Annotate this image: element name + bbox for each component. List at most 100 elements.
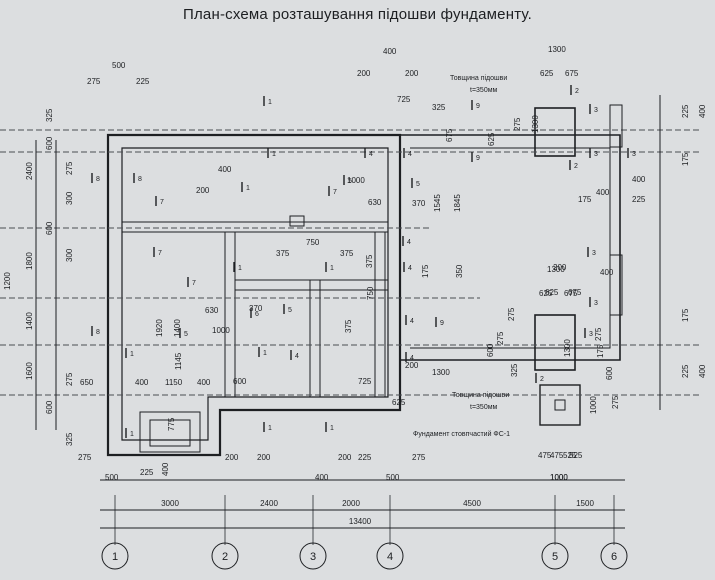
right-strip (400, 134, 621, 361)
interior-dim-50: 275 (611, 395, 620, 409)
interior-dim-29: 275 (496, 331, 505, 345)
section-mark-31: 3 (594, 151, 598, 158)
stair-pocket-inner (149, 419, 191, 447)
section-mark-4: 1 (330, 265, 334, 272)
bottom-small-dim-0: 275 (78, 453, 92, 462)
section-mark-24: 7 (158, 250, 162, 257)
interior-dim-53: 525 (569, 451, 583, 460)
top-dim-1300: 1300 (548, 45, 566, 54)
interior-dim-10: 375 (365, 254, 374, 268)
left-dim-1200: 1200 (3, 272, 12, 290)
section-mark-26: 8 (96, 329, 100, 336)
interior-dim-46: 275 (513, 117, 522, 131)
partition-horizontal (122, 221, 388, 233)
interior-dim-27: 400 (197, 378, 211, 387)
section-mark-23: 7 (160, 199, 164, 206)
dimension-lines (35, 95, 661, 529)
axis-1-label: 1 (112, 551, 118, 563)
interior-dim-17: 1920 (155, 319, 164, 337)
top-dim-400: 400 (383, 47, 397, 56)
interior-dim-40: 725 (358, 377, 372, 386)
left-inner-325: 325 (45, 108, 54, 122)
interior-dim-23: 750 (366, 286, 375, 300)
section-mark-14: 4 (408, 265, 412, 272)
section-mark-19: 1 (268, 425, 272, 432)
strip-mark-top (609, 104, 623, 148)
interior-dim-37: 200 (553, 263, 567, 272)
bottom-small-dim-10: 275 (412, 453, 426, 462)
grid-axis-lines (114, 495, 615, 545)
interior-dim-33: 625 (545, 288, 559, 297)
interior-dim-14: 625 (539, 289, 553, 298)
interior-dim-19: 630 (205, 306, 219, 315)
dim-axis-1-2: 3000 (161, 499, 179, 508)
section-mark-34: 3 (594, 300, 598, 307)
left-dim-1400: 1400 (25, 312, 34, 330)
interior-dim-43: 625 (392, 398, 406, 407)
page-title: План-схема розташування підошви фундамен… (182, 6, 532, 23)
section-mark-32: 3 (632, 151, 636, 158)
note-column-footing: Фундамент стовпчастий ФС-1 (413, 430, 510, 438)
interior-dim-28: 650 (80, 378, 94, 387)
column-footing-fs1-pillar (554, 399, 566, 411)
section-lines (0, 129, 700, 396)
section-mark-25: 7 (192, 280, 196, 287)
interior-dim-7: 750 (306, 238, 320, 247)
interior-dim-35: 275 (594, 327, 603, 341)
section-mark-15: 4 (410, 318, 414, 325)
note-thickness-upper-2: t=350мм (470, 87, 498, 94)
bottom-small-dim-7: 200 (338, 453, 352, 462)
inner-wall-outline (121, 147, 389, 441)
bottom-small-dim-1: 500 (105, 473, 119, 482)
section-mark-28: 2 (575, 88, 579, 95)
partition-vertical-3 (309, 280, 321, 397)
left-dim-1600: 1600 (25, 362, 34, 380)
bottom-small-dim-11: 1000 (550, 473, 568, 482)
note-thickness-lower-2: t=350мм (470, 404, 498, 411)
interior-dim-51: 1000 (589, 396, 598, 414)
axis-5-circle (541, 542, 569, 570)
top-dim-325: 325 (432, 103, 446, 112)
section-mark-7: 1 (263, 350, 267, 357)
dim-axis-5-6: 1500 (576, 499, 594, 508)
section-mark-2: 1 (246, 185, 250, 192)
section-mark-37: 9 (476, 155, 480, 162)
section-mark-21: 8 (96, 176, 100, 183)
top-dim-200b: 200 (405, 69, 419, 78)
right-strip-inner (410, 147, 611, 349)
section-mark-12: 5 (416, 181, 420, 188)
axis-4-label: 4 (387, 551, 393, 563)
dim-total: 13400 (349, 517, 372, 526)
axis-2-label: 2 (222, 551, 228, 563)
top-labels: 500 275 225 400 200 200 1300 625 675 725… (87, 45, 579, 112)
left-inner-600b: 600 (45, 221, 54, 235)
partition-vertical-2 (224, 232, 236, 397)
right-dim-400a: 400 (698, 104, 707, 118)
interior-dim-36: 400 (600, 268, 614, 277)
bottom-small-dim-4: 200 (225, 453, 239, 462)
section-mark-18: 1 (130, 431, 134, 438)
left-inner-275: 275 (65, 161, 74, 175)
interior-dim-16: 275 (507, 307, 516, 321)
section-mark-10: 5 (348, 178, 352, 185)
right-dim-175c: 175 (681, 308, 690, 322)
interior-dim-18: 1400 (173, 319, 182, 337)
interior-dim-9: 375 (340, 249, 354, 258)
axis-5-label: 5 (552, 551, 558, 563)
interior-dim-12: 350 (455, 264, 464, 278)
top-dim-625: 625 (540, 69, 554, 78)
opening-mark (289, 215, 305, 227)
column-footing-middle (534, 314, 576, 371)
interior-dim-41: 600 (233, 377, 247, 386)
section-mark-9: 4 (369, 151, 373, 158)
section-mark-13: 4 (407, 239, 411, 246)
interior-dim-54: 775 (167, 417, 176, 431)
interior-dim-39: 200 (405, 361, 419, 370)
right-labels: 225 400 175 400 175 225 175 225 400 (578, 104, 707, 378)
note-thickness-lower-1: Товщина підошви (452, 391, 509, 399)
interior-dim-22: 375 (344, 319, 353, 333)
interior-dim-42: 1300 (432, 368, 450, 377)
interior-dim-48: 175 (596, 344, 605, 358)
